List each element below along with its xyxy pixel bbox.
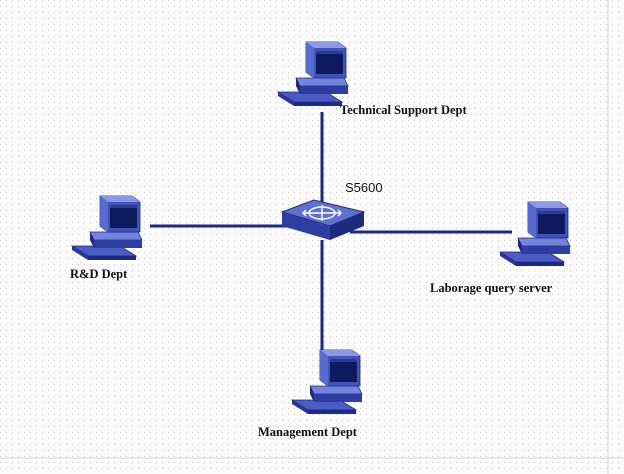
network-switch-icon <box>280 199 366 240</box>
node-label-technical-support: Technical Support Dept <box>340 103 467 117</box>
node-label-rnd: R&D Dept <box>70 267 128 281</box>
switch-label: S5600 <box>345 180 383 195</box>
node-label-management: Management Dept <box>258 425 358 439</box>
node-label-laborage-server: Laborage query server <box>430 281 553 295</box>
